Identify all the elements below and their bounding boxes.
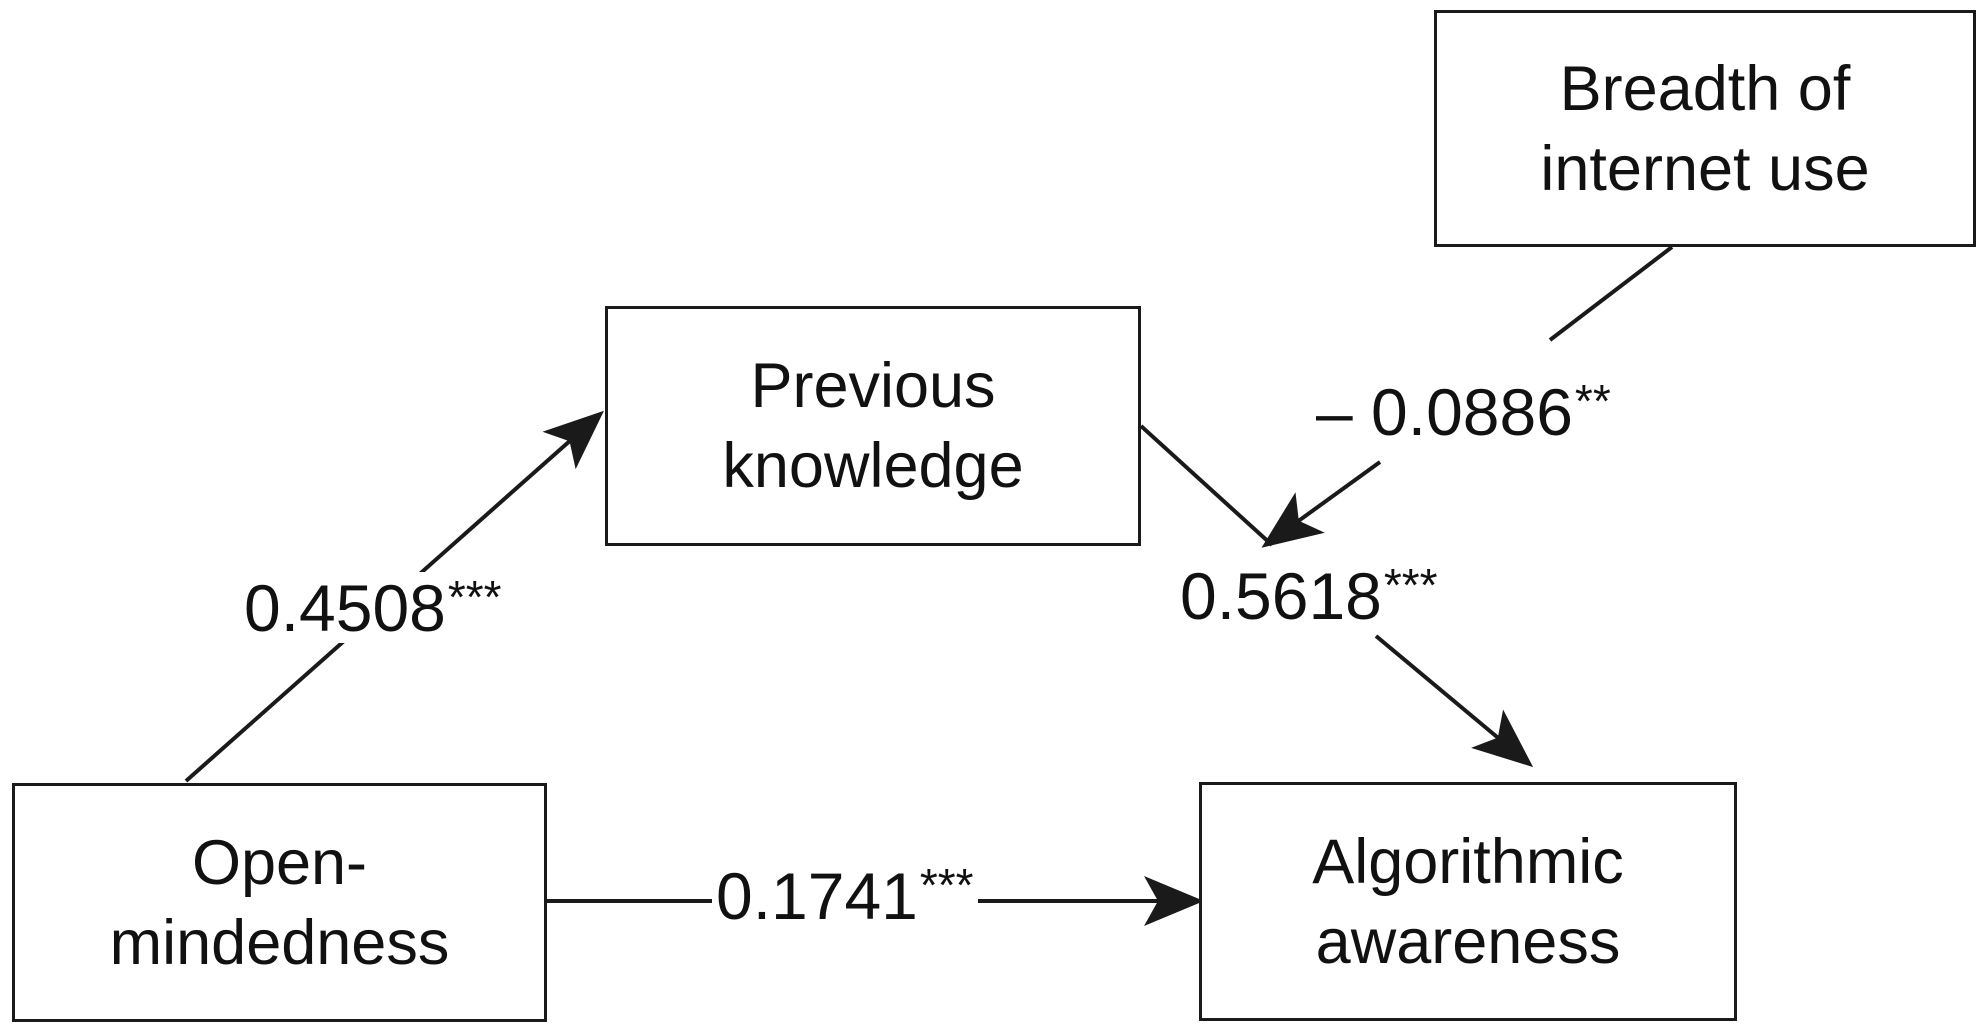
node-label-line: awareness: [1315, 906, 1621, 977]
node-label-line: Breadth of: [1559, 53, 1851, 124]
coefficient-open-to-previous: 0.4508***: [240, 572, 506, 643]
coefficient-previous-to-algo: 0.5618***: [1176, 560, 1442, 631]
coefficient-value: 0.1741: [716, 859, 918, 933]
arrow-breadth-moderation: [1548, 245, 1674, 342]
node-label-line: Open-: [191, 827, 368, 898]
node-label-line: Algorithmic: [1312, 826, 1624, 897]
significance-stars: ***: [1383, 559, 1438, 611]
arrow-previous-to-algo: [1374, 634, 1534, 768]
arrow-breadth-moderation-lower: [1261, 460, 1382, 548]
coefficient-value: 0.5618: [1180, 559, 1382, 633]
node-label-line: knowledge: [722, 431, 1024, 501]
node-open-mindedness: Open- mindedness: [12, 783, 547, 1022]
arrow-previous-segment: [1139, 424, 1274, 547]
coefficient-open-to-algo: 0.1741***: [712, 860, 978, 931]
significance-stars: **: [1574, 375, 1611, 427]
node-breadth-of-internet-use: Breadth of internet use: [1434, 10, 1976, 247]
coefficient-breadth-moderation: – 0.0886**: [1312, 376, 1615, 447]
node-previous-knowledge: Previous knowledge: [605, 306, 1141, 546]
significance-stars: ***: [919, 859, 974, 911]
node-label-line: internet use: [1540, 133, 1870, 204]
node-label-line: Previous: [750, 351, 996, 421]
significance-stars: ***: [447, 571, 502, 623]
node-algorithmic-awareness: Algorithmic awareness: [1199, 782, 1737, 1021]
coefficient-value: – 0.0886: [1316, 375, 1573, 449]
node-label-line: mindedness: [109, 907, 450, 978]
coefficient-value: 0.4508: [244, 571, 446, 645]
